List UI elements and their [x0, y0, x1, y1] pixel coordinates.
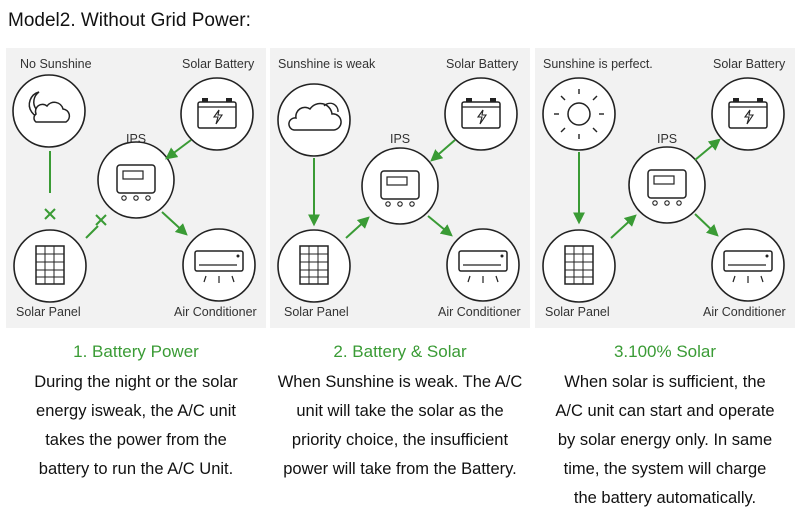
cloud-icon: [277, 83, 351, 157]
air-conditioner-icon: [182, 228, 256, 302]
caption-line: power will take from the Battery.: [283, 460, 517, 478]
caption-line: priority choice, the insufficient: [291, 431, 509, 449]
caption-line: When solar is sufficient, the: [564, 373, 766, 391]
solar-panel-label: Solar Panel: [284, 305, 349, 319]
battery-icon: [180, 77, 254, 151]
solar-panel-icon: [542, 229, 616, 303]
blocked-x-icon: [95, 214, 107, 226]
ips-inverter-icon: [361, 147, 439, 225]
ac-label: Air Conditioner: [174, 305, 257, 319]
caption-line: When Sunshine is weak. The A/C: [277, 373, 523, 391]
diagram-panel-battery-power: No Sunshine Solar Battery IPS Solar Pane…: [6, 48, 266, 328]
caption-heading: 3.100% Solar: [613, 342, 717, 361]
sun-icon: [542, 77, 616, 151]
caption-body: During the night or the solar energy isw…: [5, 368, 267, 484]
solar-panel-icon: [13, 229, 87, 303]
caption-battery-solar: 2. Battery & Solar When Sunshine is weak…: [269, 342, 531, 484]
caption-line: unit will take the solar as the: [296, 402, 504, 420]
caption-line: A/C unit can start and operate: [555, 402, 775, 420]
ips-inverter-icon: [97, 141, 175, 219]
diagram-panel-battery-solar: Sunshine is weak Solar Battery IPS Solar…: [270, 48, 530, 328]
caption-battery-power: 1. Battery Power During the night or the…: [5, 342, 267, 484]
caption-body: When Sunshine is weak. The A/C unit will…: [269, 368, 531, 484]
ips-inverter-icon: [628, 146, 706, 224]
ips-label: IPS: [657, 132, 677, 146]
battery-icon: [444, 77, 518, 151]
caption-line: takes the power from the: [45, 431, 227, 449]
caption-heading: 1. Battery Power: [73, 342, 199, 361]
flow-ips-to-ac: [694, 213, 719, 237]
source-label: No Sunshine: [20, 57, 92, 71]
caption-line: by solar energy only. In same: [557, 431, 773, 449]
flow-panel-to-ips: [610, 214, 637, 239]
caption-line: time, the system will charge: [563, 460, 767, 478]
battery-label: Solar Battery: [713, 57, 786, 71]
battery-label: Solar Battery: [182, 57, 255, 71]
moon-cloud-icon: [12, 74, 86, 148]
flow-panel-to-ips: [345, 216, 370, 239]
source-label: Sunshine is perfect.: [543, 57, 653, 71]
source-label: Sunshine is weak: [278, 57, 376, 71]
caption-line: the battery automatically.: [573, 489, 757, 507]
flow-ips-to-battery: [694, 138, 721, 161]
diagram-battery-solar: Sunshine is weak Solar Battery IPS Solar…: [277, 57, 521, 319]
solar-panel-icon: [277, 229, 351, 303]
caption-line: battery to run the A/C Unit.: [38, 460, 234, 478]
diagram-battery-power: No Sunshine Solar Battery IPS Solar Pane…: [12, 57, 257, 319]
flow-ips-to-ac: [161, 211, 188, 236]
ips-label: IPS: [390, 132, 410, 146]
flow-battery-to-ips: [165, 139, 192, 160]
ac-label: Air Conditioner: [438, 305, 521, 319]
caption-body: When solar is sufficient, the A/C unit c…: [534, 368, 796, 513]
caption-heading: 2. Battery & Solar: [333, 342, 467, 361]
diagram-full-solar: Sunshine is perfect. Solar Battery IPS S…: [542, 57, 786, 319]
battery-label: Solar Battery: [446, 57, 519, 71]
blocked-x-icon: [44, 208, 56, 220]
ac-label: Air Conditioner: [703, 305, 786, 319]
flow-battery-to-ips: [430, 139, 456, 162]
battery-icon: [711, 77, 785, 151]
air-conditioner-icon: [711, 228, 785, 302]
diagram-panel-full-solar: Sunshine is perfect. Solar Battery IPS S…: [535, 48, 795, 328]
flow-ips-to-ac: [427, 215, 453, 237]
page-title: Model2. Without Grid Power:: [8, 10, 251, 31]
caption-full-solar: 3.100% Solar When solar is sufficient, t…: [534, 342, 796, 513]
flow-panel-to-ips-blocked: [85, 225, 99, 239]
solar-panel-label: Solar Panel: [16, 305, 81, 319]
air-conditioner-icon: [446, 228, 520, 302]
solar-panel-label: Solar Panel: [545, 305, 610, 319]
caption-line: During the night or the solar: [34, 373, 238, 391]
caption-line: energy isweak, the A/C unit: [36, 402, 236, 420]
